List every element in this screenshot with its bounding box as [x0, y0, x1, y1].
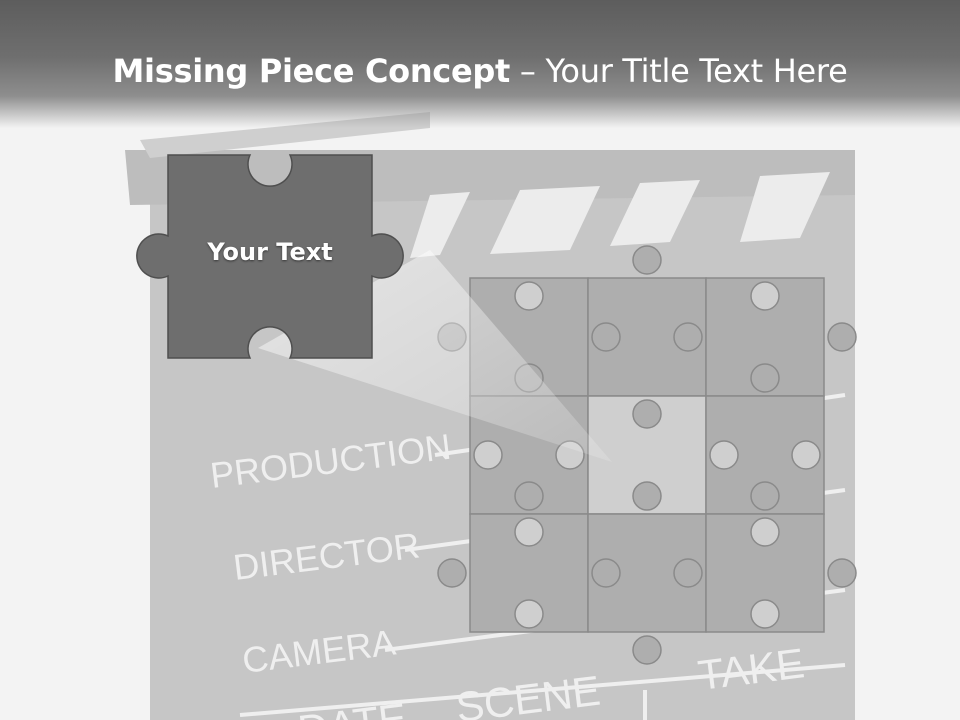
puzzle-knob [827, 322, 857, 352]
puzzle-knob [827, 558, 857, 588]
missing-piece [136, 154, 404, 359]
clapper-stripe [610, 180, 700, 246]
puzzle-knob [673, 558, 703, 588]
clapper-stripe [740, 172, 830, 242]
puzzle-socket [514, 281, 544, 311]
puzzle-knob [632, 635, 662, 665]
puzzle-knob [591, 322, 621, 352]
title-subtitle: Your Title Text Here [545, 52, 848, 90]
puzzle-knob [632, 245, 662, 275]
puzzle-socket [791, 440, 821, 470]
slide-title: Missing Piece Concept – Your Title Text … [0, 52, 960, 90]
puzzle-knob [514, 481, 544, 511]
missing-piece-label: Your Text [207, 238, 333, 266]
puzzle-socket [709, 440, 739, 470]
puzzle-socket [514, 517, 544, 547]
puzzle-knob [591, 558, 621, 588]
puzzle-socket [473, 440, 503, 470]
puzzle-knob [750, 481, 780, 511]
title-separator: – [519, 52, 536, 90]
puzzle-knob [437, 558, 467, 588]
puzzle-socket [750, 599, 780, 629]
puzzle-socket [750, 281, 780, 311]
puzzle-socket [514, 599, 544, 629]
puzzle-knob [632, 399, 662, 429]
title-band [0, 0, 960, 128]
title-bold: Missing Piece Concept [112, 52, 511, 90]
puzzle-knob [632, 481, 662, 511]
puzzle-knob [750, 363, 780, 393]
clapper-stripe [410, 192, 470, 258]
puzzle-knob [673, 322, 703, 352]
puzzle-socket [750, 517, 780, 547]
clapper-stripe [490, 186, 600, 254]
